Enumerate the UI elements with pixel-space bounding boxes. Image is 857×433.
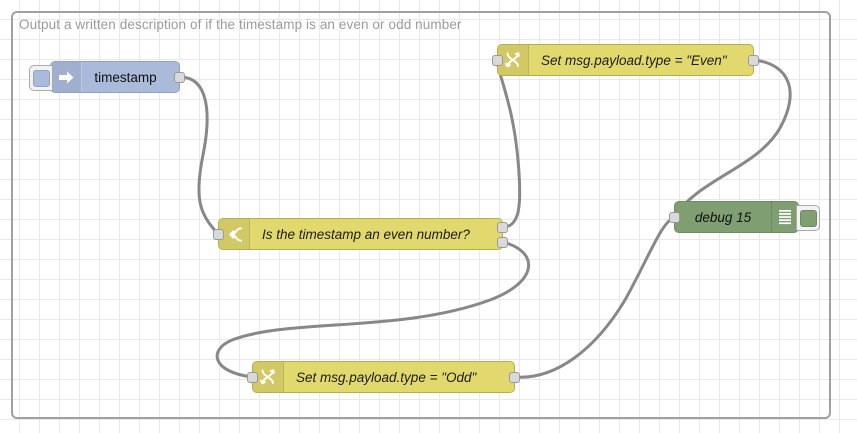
- node-label: debug 15: [675, 202, 772, 232]
- node-change-set-even[interactable]: Set msg.payload.type = "Even": [492, 44, 759, 76]
- inject-arrow-icon: [51, 62, 82, 92]
- input-port[interactable]: [492, 55, 503, 66]
- output-port-0[interactable]: [497, 222, 508, 233]
- output-port-1[interactable]: [497, 237, 508, 248]
- debug-lines-icon: [772, 202, 798, 232]
- output-port[interactable]: [509, 372, 520, 383]
- node-debug-15[interactable]: debug 15: [669, 201, 820, 233]
- switch-fork-icon: [219, 219, 250, 249]
- input-port[interactable]: [669, 212, 680, 223]
- output-port[interactable]: [174, 72, 185, 83]
- flow-group-box[interactable]: [11, 11, 831, 419]
- node-change-set-odd[interactable]: Set msg.payload.type = "Odd": [247, 361, 520, 393]
- node-switch-even-check[interactable]: Is the timestamp an even number?: [213, 218, 508, 250]
- input-port[interactable]: [247, 372, 258, 383]
- node-label: Is the timestamp an even number?: [262, 226, 470, 242]
- input-port[interactable]: [213, 229, 224, 240]
- change-swap-icon: [498, 45, 529, 75]
- debug-toggle-pad: [799, 209, 817, 227]
- node-label: timestamp: [94, 69, 157, 85]
- node-inject-timestamp[interactable]: timestamp: [29, 61, 185, 93]
- flow-group-label: Output a written description of if the t…: [19, 17, 462, 32]
- inject-trigger-pad: [32, 69, 50, 87]
- node-label: Set msg.payload.type = "Even": [541, 52, 727, 68]
- debug-toggle-button[interactable]: [796, 205, 820, 231]
- node-label: Set msg.payload.type = "Odd": [296, 369, 477, 385]
- output-port[interactable]: [748, 55, 759, 66]
- inject-trigger-button[interactable]: [29, 65, 53, 91]
- change-swap-icon: [253, 362, 284, 392]
